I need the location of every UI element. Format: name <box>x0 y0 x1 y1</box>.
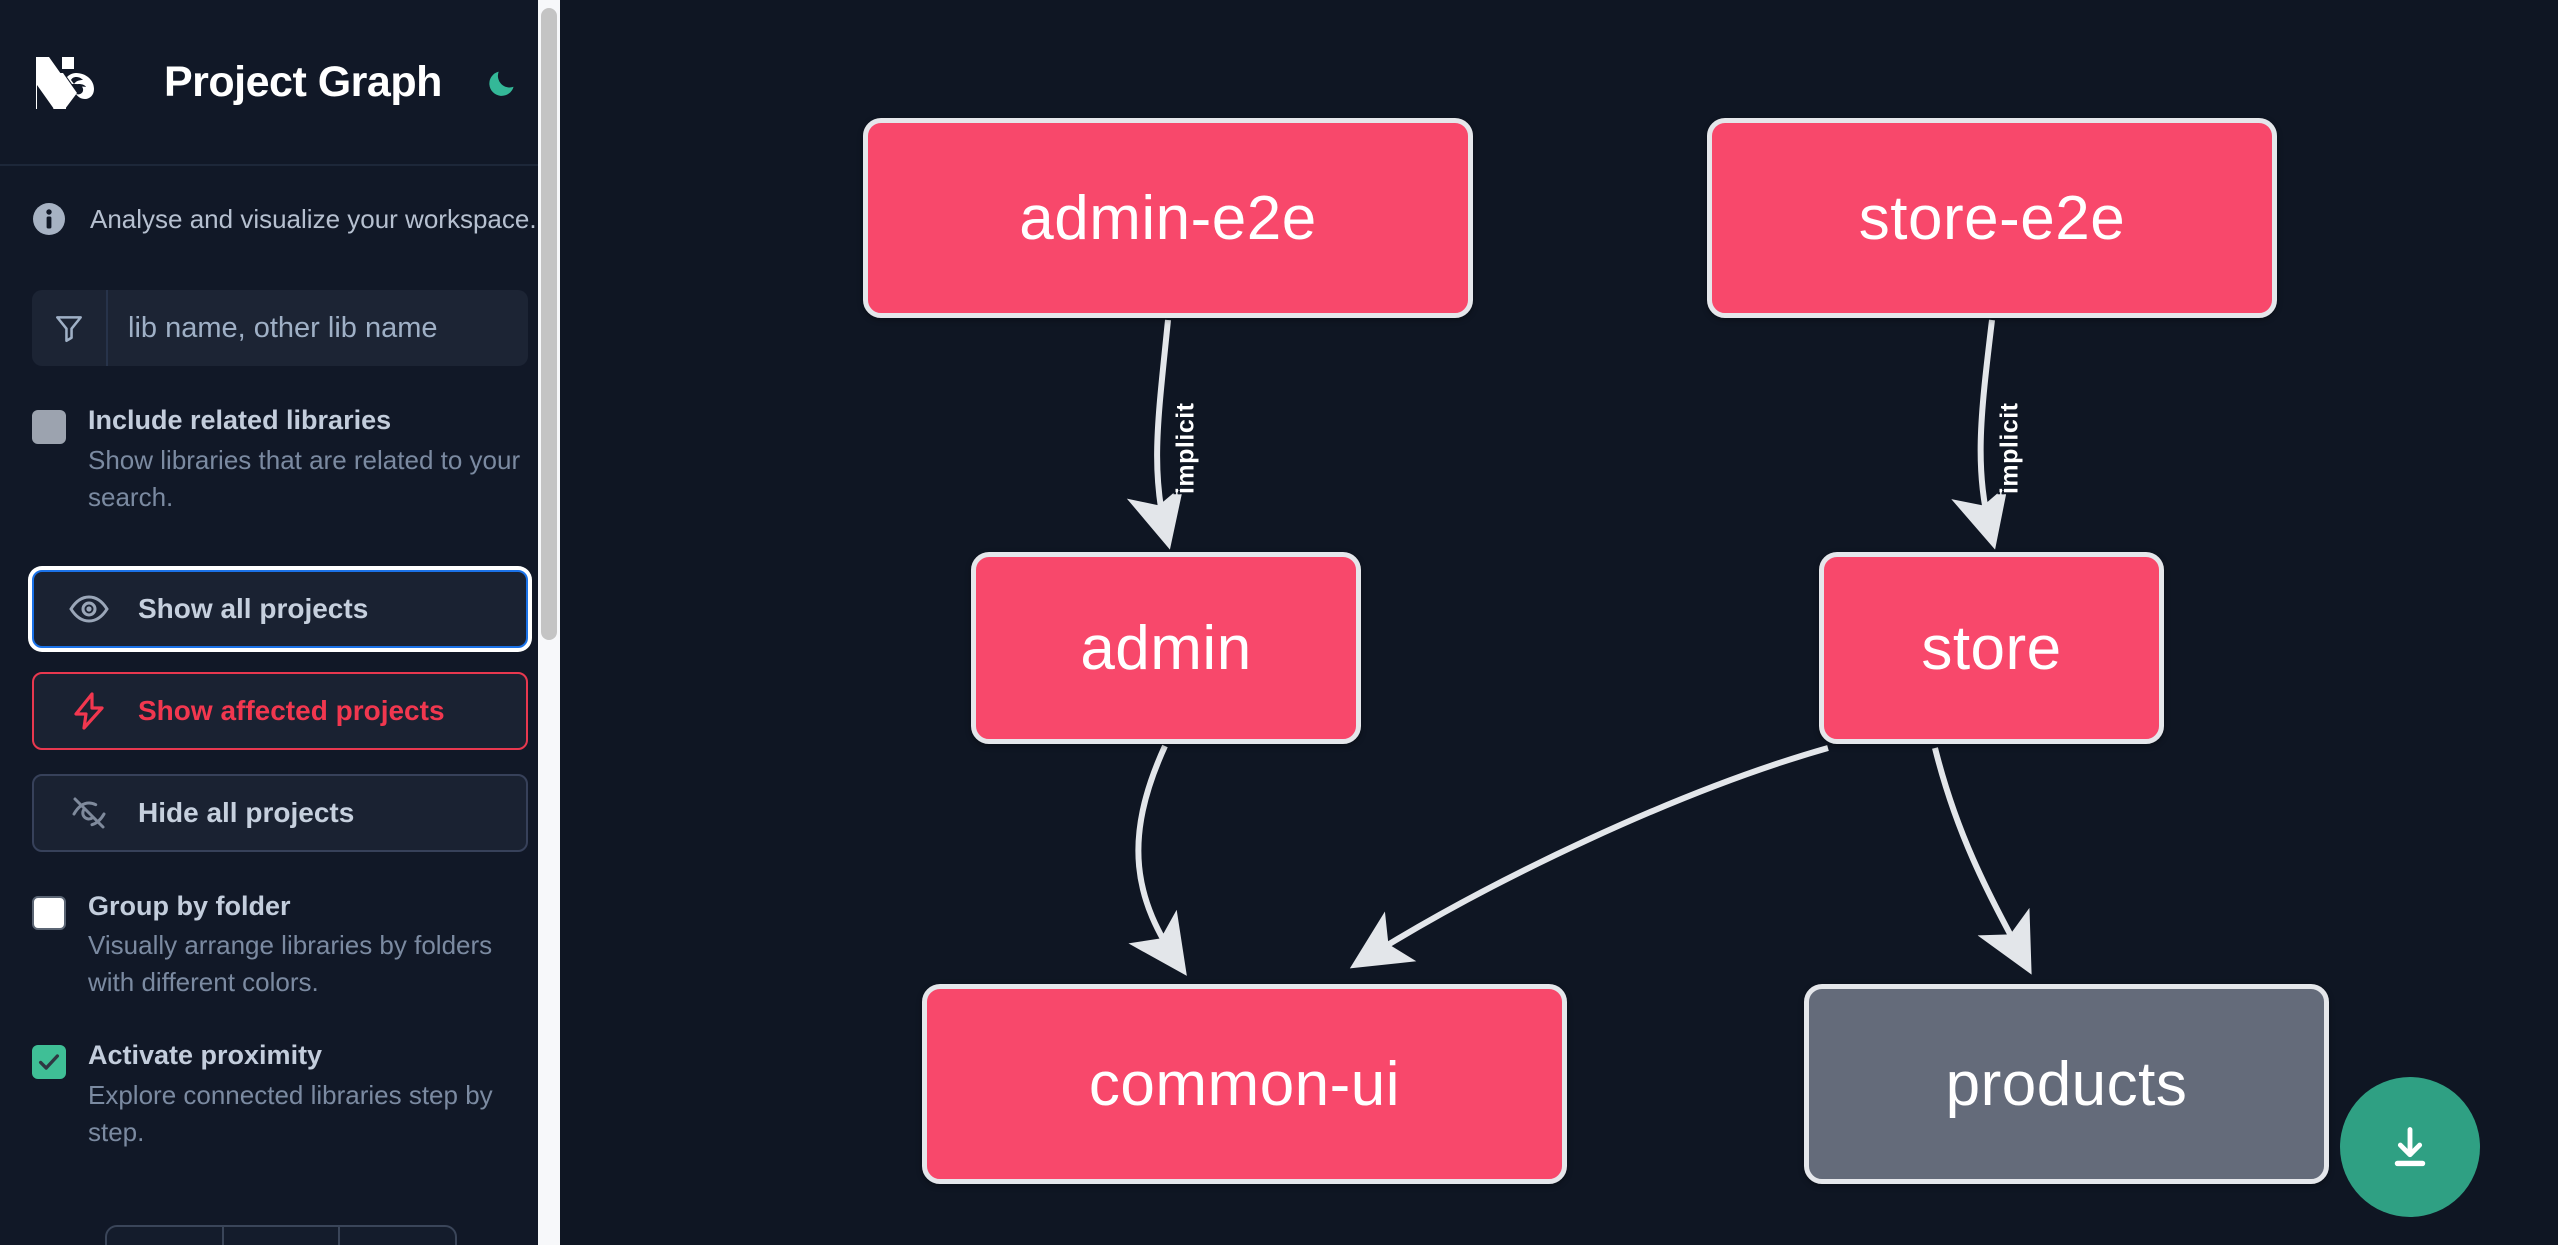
sidebar-scrollbar[interactable] <box>538 0 560 1245</box>
option-description: Explore connected libraries step by step… <box>88 1079 493 1147</box>
edge-store-to-common-ui <box>1349 745 1829 969</box>
nx-logo-icon <box>32 51 116 113</box>
lightning-icon <box>68 690 110 732</box>
option-title: Include related libraries <box>88 405 392 435</box>
search-field[interactable] <box>32 290 528 366</box>
eye-off-icon <box>68 792 110 834</box>
graph-node-admin-e2e[interactable]: admin-e2e <box>863 118 1473 318</box>
option-title: Group by folder <box>88 890 291 921</box>
edge-store-e2e-to-store <box>1951 319 2009 550</box>
graph-node-store-e2e[interactable]: store-e2e <box>1707 118 2277 318</box>
option-description: Show libraries that are related to your … <box>88 444 521 512</box>
button-label: Show affected projects <box>138 694 445 726</box>
edge-admin-e2e-to-admin <box>1126 319 1184 550</box>
node-label: products <box>1945 1049 2188 1119</box>
graph-node-store[interactable]: store <box>1819 552 2164 744</box>
edge-admin-to-common-ui <box>1128 744 1187 976</box>
tagline-text: Analyse and visualize your workspace. <box>90 203 537 234</box>
option-texts: Include related libraries Show libraries… <box>88 404 528 516</box>
option-include-related-libraries[interactable]: Include related libraries Show libraries… <box>0 404 560 516</box>
button-label: Show all projects <box>138 592 369 624</box>
option-group-by-folder[interactable]: Group by folder Visually arrange librari… <box>0 890 560 1002</box>
node-label: common-ui <box>1088 1049 1401 1119</box>
node-label: admin-e2e <box>1019 183 1317 253</box>
option-title: Activate proximity <box>88 1040 323 1071</box>
search-input[interactable] <box>108 290 528 366</box>
show-affected-projects-button[interactable]: Show affected projects <box>32 671 528 750</box>
eye-icon <box>68 588 110 630</box>
moon-icon[interactable] <box>482 60 526 104</box>
option-texts: Group by folder Visually arrange librari… <box>88 890 528 1002</box>
proximity-step-value[interactable] <box>224 1227 341 1245</box>
include-related-libraries-checkbox[interactable] <box>32 410 66 444</box>
node-label: admin <box>1080 613 1252 683</box>
sidebar-action-buttons: Show all projects Show affected projects <box>0 569 560 852</box>
tagline: Analyse and visualize your workspace. <box>0 166 560 236</box>
option-texts: Activate proximity Explore connected lib… <box>88 1039 528 1151</box>
edge-store-to-products <box>1932 747 2032 975</box>
graph-node-common-ui[interactable]: common-ui <box>922 984 1567 1184</box>
group-by-folder-checkbox[interactable] <box>32 895 66 930</box>
activate-proximity-checkbox[interactable] <box>32 1045 66 1080</box>
graph-node-products[interactable]: products <box>1804 984 2329 1184</box>
option-activate-proximity[interactable]: Activate proximity Explore connected lib… <box>0 1039 560 1151</box>
edge-label-implicit-admin: implicit <box>1171 402 1200 495</box>
sidebar: Project Graph Analyse and visualize your… <box>0 0 560 1245</box>
graph-canvas[interactable]: implicit implicit admin-e2e store-e2e ad… <box>560 0 2558 1245</box>
hide-all-projects-button[interactable]: Hide all projects <box>32 773 528 852</box>
download-image-button[interactable] <box>2340 1077 2480 1217</box>
sidebar-header: Project Graph <box>0 0 560 166</box>
sidebar-scrollbar-thumb[interactable] <box>541 8 557 640</box>
page-title: Project Graph <box>164 57 442 106</box>
proximity-step-control[interactable] <box>105 1225 457 1245</box>
button-label: Hide all projects <box>138 796 355 828</box>
filter-icon <box>32 290 108 366</box>
download-icon <box>2394 1127 2426 1167</box>
graph-node-admin[interactable]: admin <box>971 552 1361 744</box>
option-description: Visually arrange libraries by folders wi… <box>88 930 493 998</box>
proximity-step-increase[interactable] <box>340 1227 455 1245</box>
info-icon <box>32 202 66 236</box>
node-label: store <box>1921 613 2062 683</box>
show-all-projects-button[interactable]: Show all projects <box>32 569 528 648</box>
node-label: store-e2e <box>1858 183 2126 253</box>
edge-label-implicit-store: implicit <box>1995 402 2024 495</box>
proximity-step-decrease[interactable] <box>107 1227 224 1245</box>
